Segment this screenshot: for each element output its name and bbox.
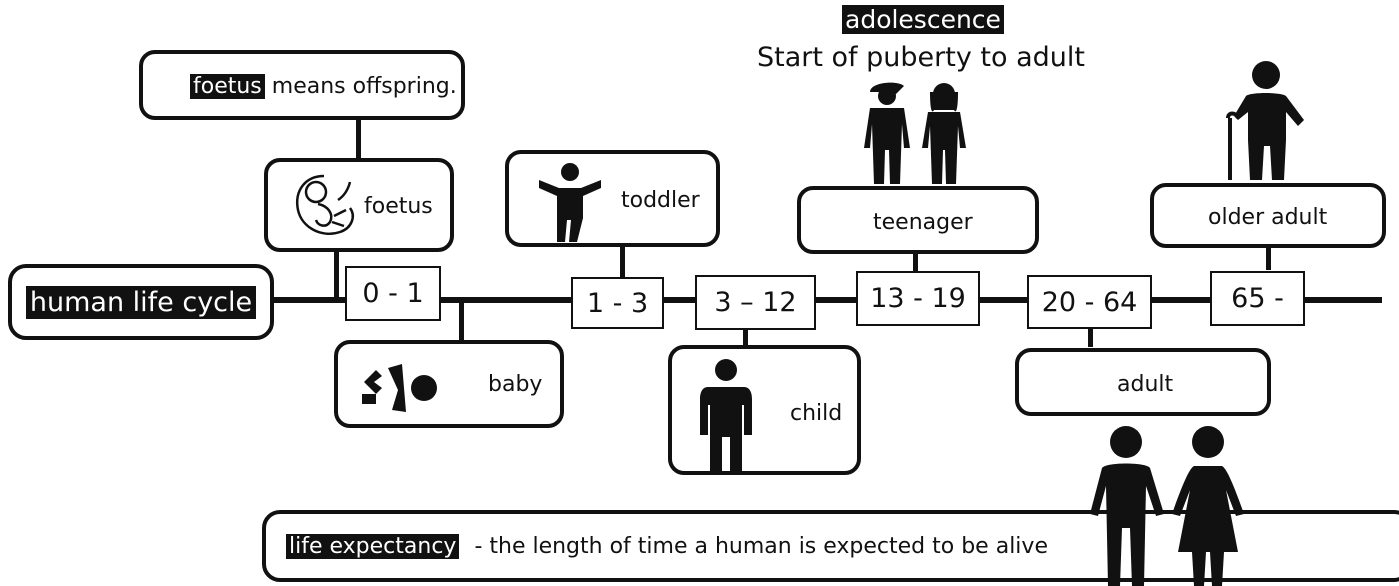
age-box-13-19: 13 - 19 bbox=[856, 271, 980, 326]
age-box-3-12: 3 – 12 bbox=[695, 275, 816, 330]
life-expectancy-term: life expectancy bbox=[286, 534, 460, 559]
stage-foetus: foetus bbox=[264, 158, 454, 252]
stage-teenager-label: teenager bbox=[873, 210, 973, 235]
stage-older-adult-label: older adult bbox=[1208, 205, 1328, 230]
child-icon bbox=[700, 359, 752, 475]
adolescence-term-wrap: adolescence bbox=[842, 5, 1004, 34]
title-box: human life cycle bbox=[8, 264, 274, 340]
page-title: human life cycle bbox=[25, 285, 257, 319]
foetus-icon bbox=[295, 174, 354, 235]
stage-child-label: child bbox=[790, 401, 843, 426]
age-box-0-1: 0 - 1 bbox=[345, 266, 441, 321]
age-box-1-3: 1 - 3 bbox=[571, 277, 664, 329]
connector-adult bbox=[1088, 327, 1093, 347]
stage-baby: baby bbox=[334, 340, 564, 428]
adults-icon bbox=[1090, 426, 1244, 586]
stage-adult-label: adult bbox=[1117, 372, 1174, 397]
older-adult-icon bbox=[1226, 61, 1304, 180]
adolescence-term: adolescence bbox=[842, 5, 1004, 34]
connector-child bbox=[743, 330, 748, 348]
connector-foetus bbox=[334, 250, 339, 300]
stage-older-adult: older adult bbox=[1150, 183, 1386, 248]
stage-baby-label: baby bbox=[488, 372, 543, 397]
stage-adult: adult bbox=[1015, 348, 1271, 416]
connector-older-adult bbox=[1266, 248, 1271, 270]
foetus-note-wrap: foetus means offspring. bbox=[190, 74, 457, 99]
toddler-icon bbox=[539, 163, 601, 242]
stage-toddler: toddler bbox=[505, 150, 720, 247]
connector-teenager bbox=[913, 252, 918, 272]
connector-baby bbox=[459, 300, 464, 342]
connector-toddler bbox=[620, 245, 625, 277]
stage-teenager: teenager bbox=[797, 186, 1039, 254]
stage-toddler-label: toddler bbox=[621, 188, 700, 213]
teenagers-icon bbox=[864, 82, 966, 184]
foetus-note-term: foetus bbox=[190, 74, 265, 99]
age-box-20-64: 20 - 64 bbox=[1027, 275, 1152, 329]
baby-icon bbox=[362, 364, 437, 412]
foetus-note-text: means offspring. bbox=[271, 74, 457, 99]
foetus-note-box: foetus means offspring. bbox=[139, 50, 465, 120]
adolescence-definition: Start of puberty to adult bbox=[757, 42, 1085, 73]
timeline-axis bbox=[270, 297, 1382, 303]
stage-foetus-label: foetus bbox=[364, 194, 433, 219]
life-expectancy-text: - the length of time a human is expected… bbox=[474, 534, 1048, 559]
life-expectancy-wrap: life expectancy - the length of time a h… bbox=[286, 534, 1048, 559]
connector-foetus-note bbox=[356, 118, 361, 160]
age-box-65: 65 - bbox=[1210, 271, 1305, 326]
stage-child: child bbox=[668, 345, 861, 475]
